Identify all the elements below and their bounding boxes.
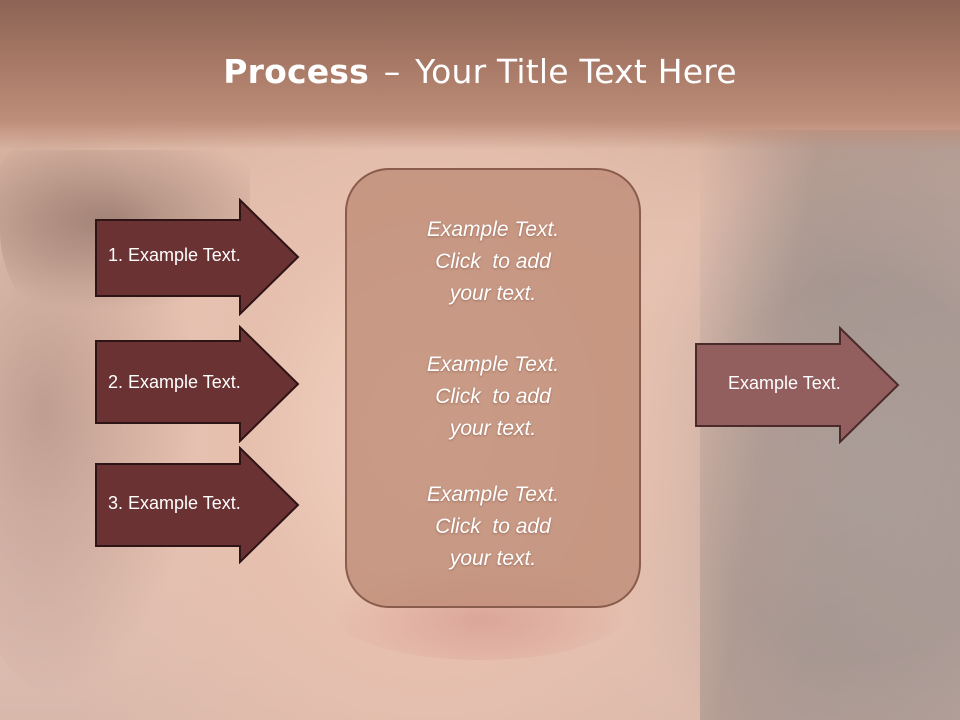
header-band [0, 0, 960, 150]
right-arrow-shape [695, 326, 900, 444]
arrow-shape-1 [95, 198, 300, 316]
center-text-line: Example Text. [426, 218, 560, 241]
left-arrow-1[interactable]: 1. Example Text. [94, 198, 300, 316]
center-text-line: your text. [449, 417, 537, 440]
arrow-shape-2 [95, 325, 300, 443]
center-text-line: Example Text. [426, 483, 560, 506]
title-separator: – [383, 52, 401, 91]
center-text-line: Click to add [435, 250, 551, 273]
center-text-line: Example Text. [426, 353, 560, 376]
center-text-line: your text. [449, 547, 537, 570]
left-arrow-label-3: 3. Example Text. [108, 493, 241, 513]
left-arrow-3[interactable]: 3. Example Text. [94, 446, 300, 564]
center-content-box[interactable]: Example Text. Click to add your text. Ex… [345, 168, 641, 608]
right-arrow[interactable]: Example Text. [694, 326, 900, 444]
center-text-line: your text. [449, 282, 537, 305]
arrow-shape-3 [95, 446, 300, 564]
left-arrow-label-1: 1. Example Text. [108, 245, 241, 265]
left-arrow-2[interactable]: 2. Example Text. [94, 325, 300, 443]
center-text-block-2[interactable]: Example Text. Click to add your text. [347, 349, 639, 445]
center-text-block-3[interactable]: Example Text. Click to add your text. [347, 479, 639, 575]
right-arrow-label: Example Text. [728, 373, 841, 393]
center-text-line: Click to add [435, 515, 551, 538]
title-rest-part: Your Title Text Here [415, 52, 737, 91]
center-text-block-1[interactable]: Example Text. Click to add your text. [347, 214, 639, 310]
left-arrow-label-2: 2. Example Text. [108, 372, 241, 392]
slide-title[interactable]: Process – Your Title Text Here [0, 52, 960, 91]
title-bold-part: Process [223, 52, 369, 91]
center-text-line: Click to add [435, 385, 551, 408]
